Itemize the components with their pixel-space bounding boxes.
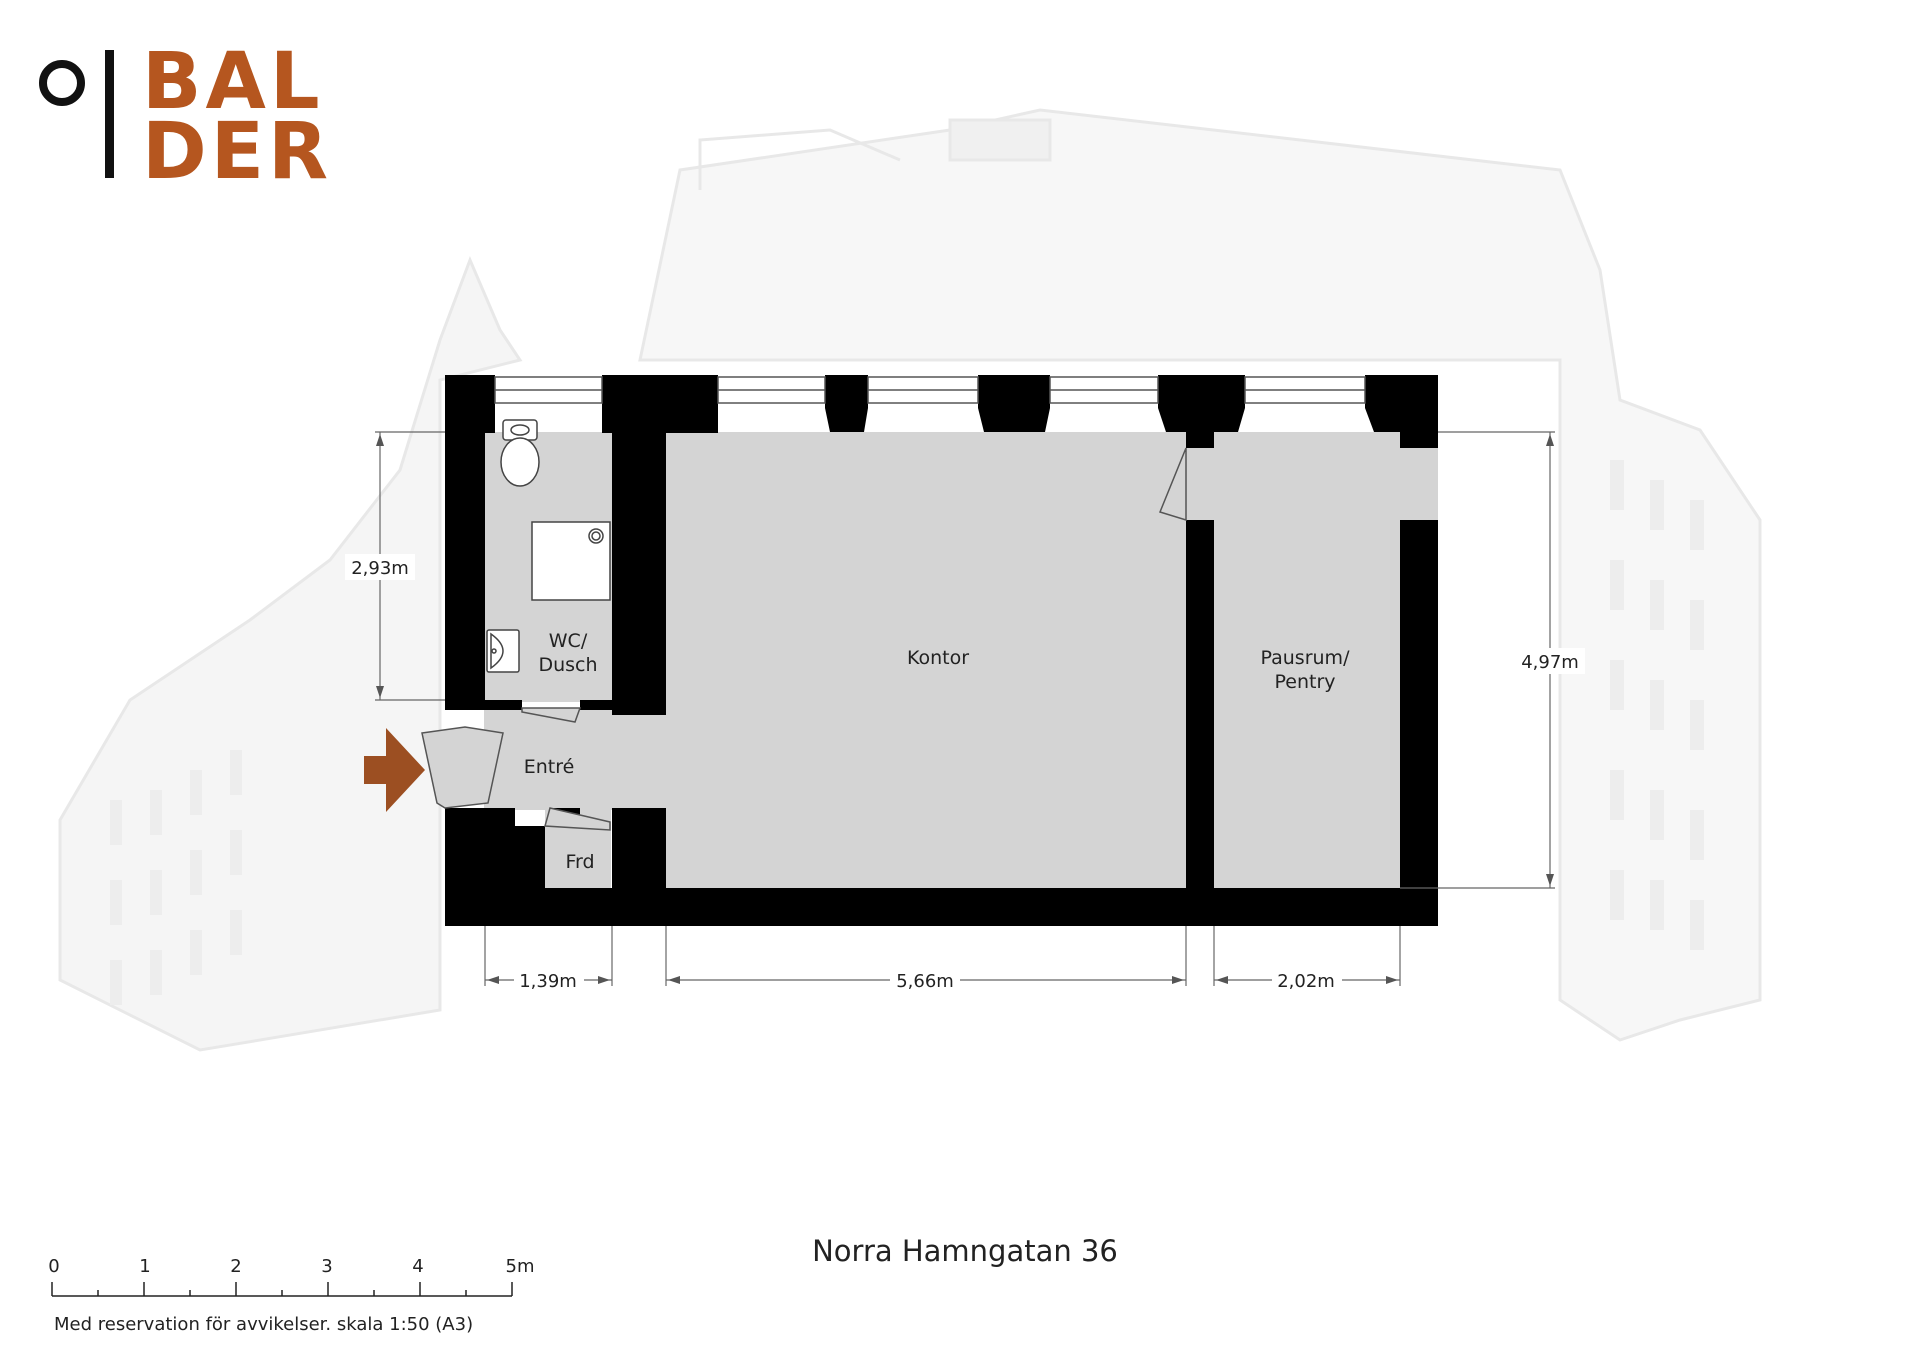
- dimension-total-height: 4,97m: [1521, 652, 1579, 673]
- dimension-labels: 2,93m 4,97m 1,39m 5,66m 2,02m: [345, 554, 1585, 992]
- sink-icon: [486, 629, 520, 673]
- shower-icon: [531, 521, 611, 601]
- room-label-wc-line2: Dusch: [538, 654, 597, 676]
- room-label-kontor: Kontor: [907, 647, 969, 669]
- floor-areas: [484, 432, 1438, 890]
- room-label-entre: Entré: [524, 756, 575, 778]
- fixtures: [486, 419, 611, 673]
- windows: [494, 376, 1366, 404]
- toilet-icon: [500, 419, 540, 487]
- scale-tick-0: 0: [48, 1256, 59, 1277]
- dimension-width-right: 2,02m: [1277, 971, 1335, 992]
- dimension-wc-height: 2,93m: [351, 558, 409, 579]
- logo-line2: DER: [142, 107, 332, 197]
- scale-tick-4: 4: [412, 1256, 423, 1277]
- pentry-door-icon: [1158, 447, 1187, 522]
- scale-bar: 0 1 2 3 4 5m Med reservation för avvikel…: [48, 1256, 534, 1335]
- room-label-pausrum-line2: Pentry: [1274, 671, 1335, 693]
- background-building-sketch: [58, 108, 1762, 1052]
- dimension-width-left: 1,39m: [519, 971, 577, 992]
- scale-note: Med reservation för avvikelser. skala 1:…: [54, 1314, 473, 1335]
- logo-circle-icon: [39, 60, 85, 106]
- entrance-door-icon: [421, 726, 504, 809]
- scale-tick-2: 2: [230, 1256, 241, 1277]
- logo-divider: [105, 50, 114, 178]
- room-labels: WC/ Dusch Entré Frd Kontor Pausrum/ Pent…: [524, 630, 1350, 873]
- scale-tick-1: 1: [139, 1256, 150, 1277]
- room-label-pausrum-line1: Pausrum/: [1261, 647, 1351, 669]
- address-title: Norra Hamngatan 36: [812, 1234, 1118, 1268]
- room-label-wc-line1: WC/: [549, 630, 588, 652]
- scale-tick-5: 5m: [506, 1256, 535, 1277]
- wc-door-icon: [521, 707, 582, 723]
- room-label-frd: Frd: [565, 851, 594, 873]
- dimension-width-mid: 5,66m: [896, 971, 954, 992]
- entrance-arrow-icon: [364, 728, 425, 812]
- balder-logo: BAL DER: [39, 37, 332, 197]
- scale-tick-3: 3: [321, 1256, 332, 1277]
- frd-door-icon: [544, 807, 611, 831]
- logo-line1: BAL: [142, 37, 324, 127]
- walls: [445, 375, 1438, 926]
- doors: [421, 447, 1187, 831]
